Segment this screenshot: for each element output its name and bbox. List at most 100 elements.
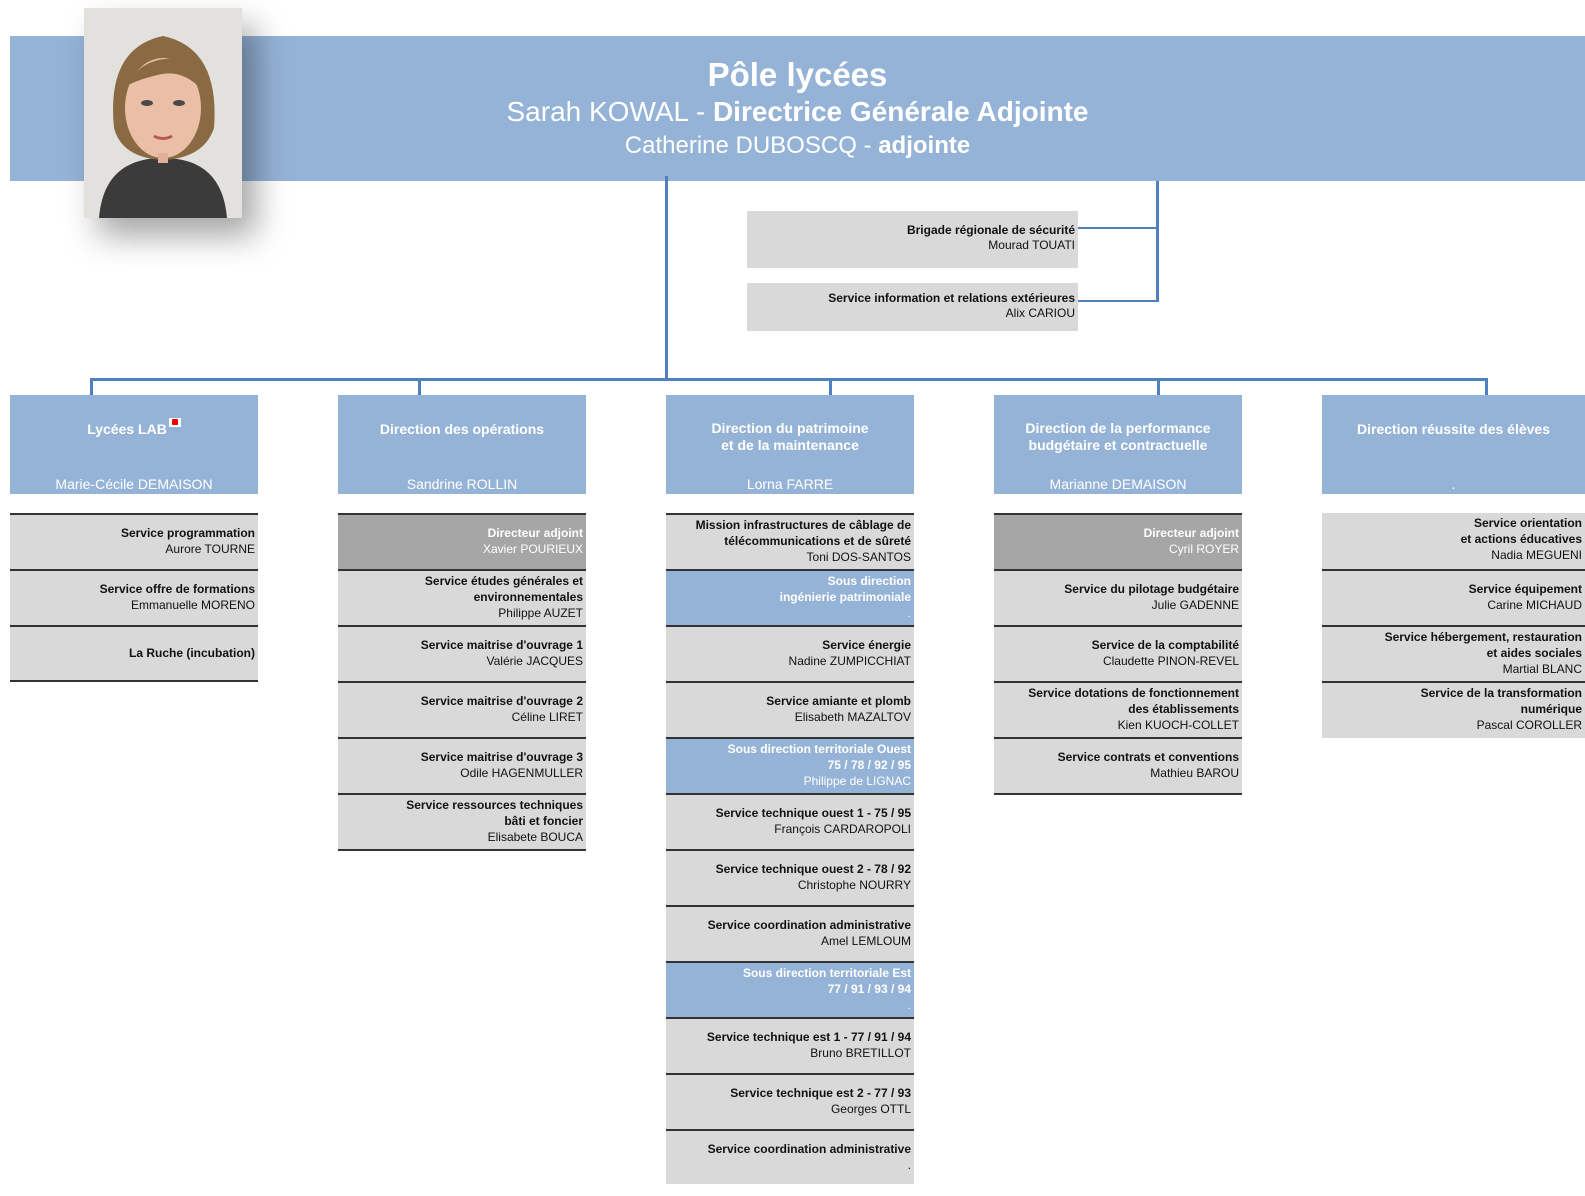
org-unit-person: Cyril ROYER (1168, 542, 1239, 556)
org-unit-person: Céline LIRET (511, 710, 583, 724)
connector-main-vertical (665, 176, 668, 380)
column-header-operations: Direction des opérations Sandrine ROLLIN (338, 395, 586, 494)
org-unit-title: Service ressources techniques bâti et fo… (406, 798, 583, 828)
org-unit-person: Julie GADENNE (1151, 598, 1239, 612)
org-unit: Service maitrise d'ouvrage 1 Valérie JAC… (338, 625, 586, 682)
connector-col-1 (90, 378, 93, 395)
org-unit: Service hébergement, restauration et aid… (1322, 625, 1585, 682)
org-subdirection: Sous direction territoriale Est 77 / 91 … (666, 961, 914, 1018)
org-unit: Service orientation et actions éducative… (1322, 513, 1585, 570)
column-header-performance: Direction de la performance budgétaire e… (994, 395, 1242, 494)
org-unit-person: Kien KUOCH-COLLET (1117, 718, 1239, 732)
org-unit: Service énergie Nadine ZUMPICCHIAT (666, 625, 914, 682)
org-unit-title: Service technique est 2 - 77 / 93 (730, 1086, 911, 1100)
pole-header: Pôle lycées Sarah KOWAL - Directrice Gén… (10, 36, 1585, 181)
org-unit-person: Nadine ZUMPICCHIAT (788, 654, 911, 668)
org-unit-title: Service technique ouest 2 - 78 / 92 (715, 862, 911, 876)
org-unit: Service du pilotage budgétaire Julie GAD… (994, 569, 1242, 626)
org-unit: Service technique est 1 - 77 / 91 / 94 B… (666, 1017, 914, 1074)
director-name: Sarah KOWAL - (506, 96, 713, 127)
org-unit-deputy: Directeur adjoint Xavier POURIEUX (338, 513, 586, 570)
org-unit: Service contrats et conventions Mathieu … (994, 737, 1242, 795)
org-unit-person: . (907, 1158, 911, 1172)
org-unit-person: Mathieu BAROU (1150, 766, 1239, 780)
org-unit-title: Service études générales et environnemen… (424, 574, 583, 604)
flag-icon (168, 418, 181, 427)
connector-col-3 (829, 378, 832, 395)
org-unit-title: Mission infrastructures de câblage de té… (695, 518, 911, 548)
org-unit: Service maitrise d'ouvrage 3 Odile HAGEN… (338, 737, 586, 794)
column-title: Lycées LAB (87, 421, 167, 437)
org-unit-person: Martial BLANC (1502, 662, 1582, 676)
org-unit-title: Sous direction territoriale Est 77 / 91 … (742, 966, 911, 996)
org-unit: Mission infrastructures de câblage de té… (666, 513, 914, 570)
org-unit-title: Sous direction territoriale Ouest 75 / 7… (727, 742, 911, 772)
org-unit-person: Claudette PINON-REVEL (1102, 654, 1239, 668)
deputy-line: Catherine DUBOSCQ - adjointe (10, 132, 1585, 160)
org-unit-title: La Ruche (incubation) (129, 646, 255, 660)
side-unit-title: Service information et relations extérie… (828, 291, 1075, 305)
org-unit: Service dotations de fonctionnement des … (994, 681, 1242, 738)
org-unit-person: Elisabete BOUCA (487, 830, 583, 844)
org-unit: Service technique ouest 1 - 75 / 95 Fran… (666, 793, 914, 850)
org-unit-title: Service coordination administrative (707, 1142, 911, 1156)
org-unit-title: Directeur adjoint (1143, 526, 1239, 540)
column-head-person: . (1451, 476, 1456, 492)
org-unit-person: Aurore TOURNE (165, 542, 255, 556)
org-unit-person: . (907, 998, 911, 1012)
org-unit-title: Service maitrise d'ouvrage 3 (420, 750, 583, 764)
org-unit-title: Service de la transformation numérique (1420, 686, 1582, 716)
column-title: Direction réussite des élèves (1357, 421, 1550, 437)
org-unit: Service programmation Aurore TOURNE (10, 513, 258, 570)
org-unit-person: Odile HAGENMULLER (460, 766, 583, 780)
org-unit: Service maitrise d'ouvrage 2 Céline LIRE… (338, 681, 586, 738)
org-unit-title: Service maitrise d'ouvrage 1 (420, 638, 583, 652)
column-head-person: Lorna FARRE (746, 476, 834, 492)
org-unit-title: Service contrats et conventions (1057, 750, 1239, 764)
org-unit-title: Service technique ouest 1 - 75 / 95 (715, 806, 911, 820)
org-unit-person: Elisabeth MAZALTOV (794, 710, 911, 724)
org-unit-title: Service offre de formations (99, 582, 255, 596)
connector-side-2 (1075, 300, 1158, 302)
side-unit-title: Brigade régionale de sécurité (906, 223, 1075, 237)
connector-col-5 (1485, 378, 1488, 395)
column-header-lycees-lab: Lycées LAB Marie-Cécile DEMAISON (10, 395, 258, 494)
org-unit: Service études générales et environnemen… (338, 569, 586, 626)
portrait-image (84, 8, 242, 218)
org-unit: Service amiante et plomb Elisabeth MAZAL… (666, 681, 914, 738)
org-unit-person: Georges OTTL (830, 1102, 911, 1116)
side-unit-communication: Service information et relations extérie… (747, 283, 1078, 331)
side-unit-person: Alix CARIOU (1005, 306, 1075, 320)
org-unit-title: Service hébergement, restauration et aid… (1384, 630, 1582, 660)
org-unit: Service technique est 2 - 77 / 93 George… (666, 1073, 914, 1130)
org-unit: Service ressources techniques bâti et fo… (338, 793, 586, 851)
connector-side-1 (1075, 227, 1158, 229)
director-portrait (84, 8, 242, 218)
org-unit-person: Bruno BRETILLOT (810, 1046, 911, 1060)
org-unit: Service de la comptabilité Claudette PIN… (994, 625, 1242, 682)
column-title: Direction du patrimoine et de la mainten… (711, 420, 869, 453)
pole-title: Pôle lycées (707, 56, 888, 93)
org-unit-person: Philippe AUZET (498, 606, 583, 620)
connector-columns-horizontal (90, 378, 1488, 381)
org-unit-person: Xavier POURIEUX (482, 542, 583, 556)
column-title: Direction des opérations (379, 421, 545, 437)
org-unit: Service coordination administrative . (666, 1129, 914, 1184)
org-unit-person: Pascal COROLLER (1476, 718, 1582, 732)
org-unit-person: Emmanuelle MORENO (130, 598, 255, 612)
org-unit-title: Service énergie (822, 638, 911, 652)
org-unit-title: Service dotations de fonctionnement des … (1028, 686, 1239, 716)
org-unit-person: Toni DOS-SANTOS (806, 550, 911, 564)
org-unit: Service de la transformation numérique P… (1322, 681, 1585, 738)
column-title-wrap: Lycées LAB (10, 418, 258, 438)
side-unit-person: Mourad TOUATI (988, 238, 1075, 252)
column-header-patrimoine: Direction du patrimoine et de la mainten… (666, 395, 914, 494)
director-role: Directrice Générale Adjointe (712, 96, 1089, 127)
org-unit-person: Valérie JACQUES (486, 654, 583, 668)
org-unit-title: Service maitrise d'ouvrage 2 (420, 694, 583, 708)
org-unit-title: Service de la comptabilité (1091, 638, 1239, 652)
org-unit-title: Service amiante et plomb (766, 694, 911, 708)
column-title: Direction de la performance budgétaire e… (1025, 420, 1211, 453)
org-unit: La Ruche (incubation) (10, 625, 258, 682)
org-unit-person: Carine MICHAUD (1487, 598, 1582, 612)
